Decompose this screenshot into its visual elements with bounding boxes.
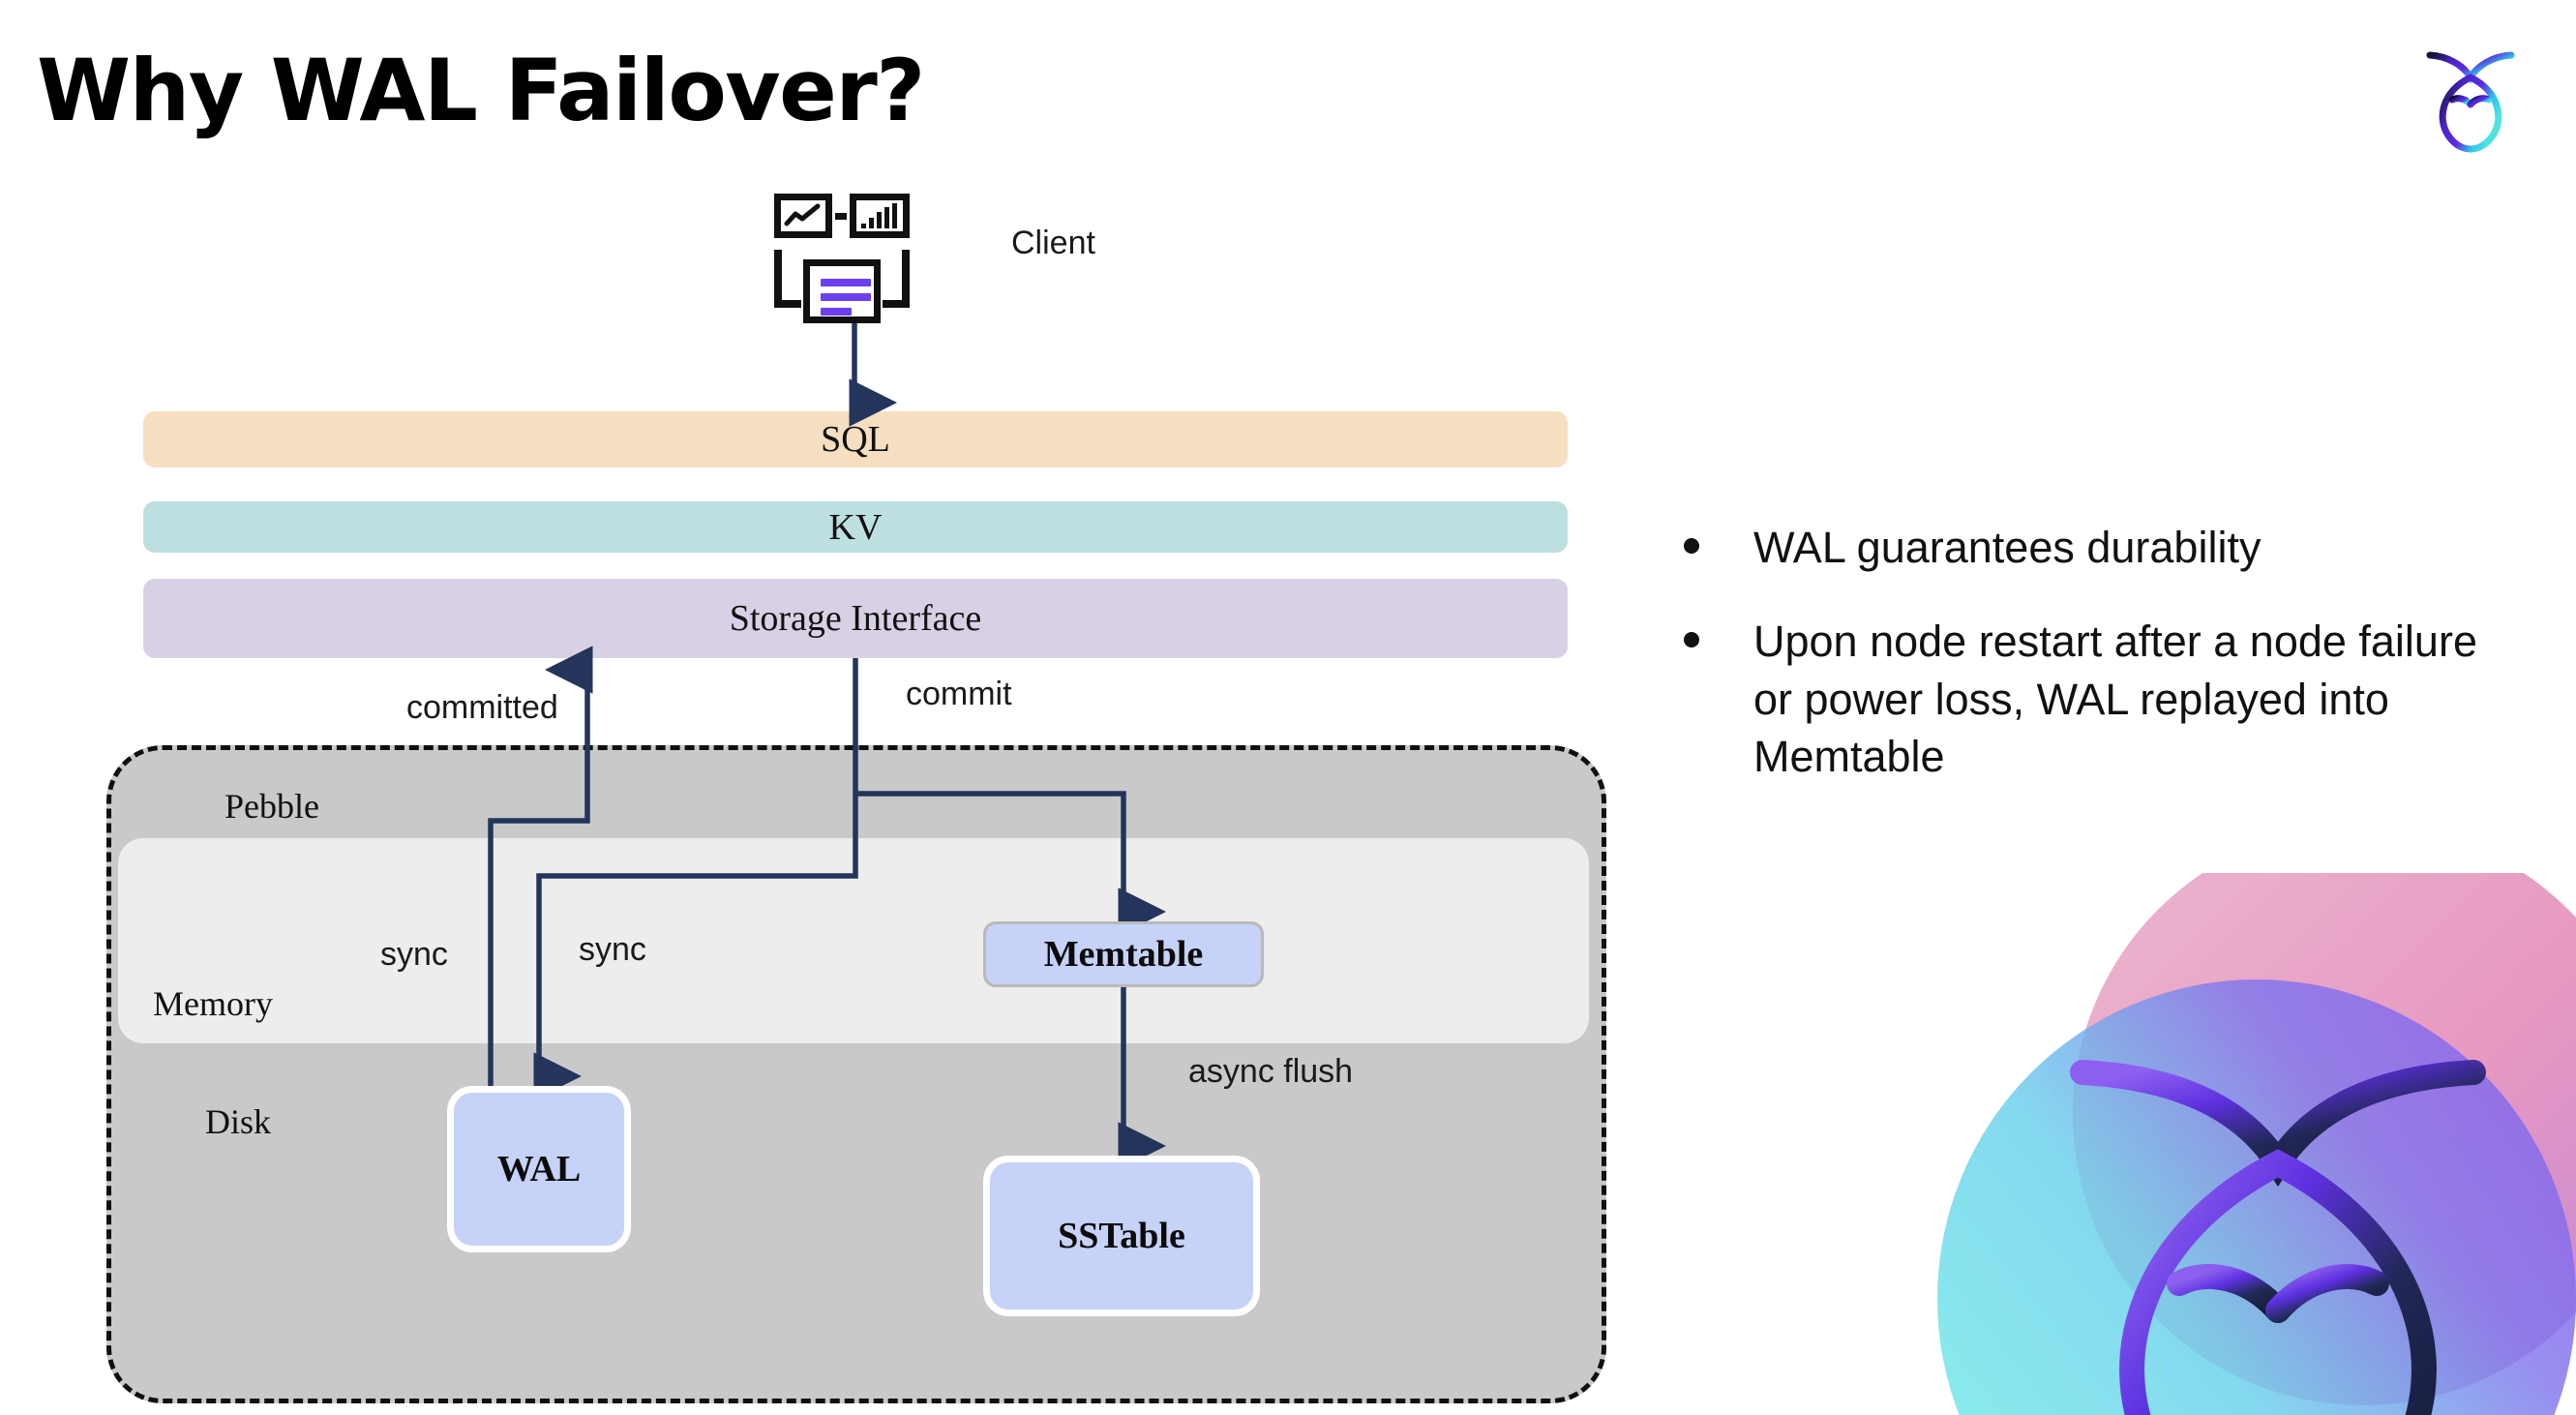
node-wal: WAL [447, 1086, 631, 1252]
layer-storage-interface: Storage Interface [143, 579, 1568, 658]
bullet-text: WAL guarantees durability [1753, 523, 2261, 572]
client-label: Client [1011, 225, 1095, 261]
pebble-label: Pebble [225, 787, 319, 826]
memory-label: Memory [153, 984, 273, 1023]
cockroachdb-logo-icon [2398, 29, 2543, 155]
architecture-diagram: Client SQL KV Storage Interface Pebble M… [106, 194, 1606, 1403]
line-chart-icon [774, 194, 832, 238]
bullet-list: WAL guarantees durability Upon node rest… [1684, 519, 2497, 823]
layer-kv: KV [143, 501, 1568, 553]
bullet-dot-icon [1684, 538, 1699, 554]
bracket-right-icon [883, 250, 910, 308]
client-dashboard-icon [774, 194, 939, 323]
edge-label-sync-up: sync [380, 936, 448, 973]
diagram-arrows [488, 323, 1166, 1170]
decorative-corner-graphic [1841, 825, 2576, 1415]
edge-label-committed: committed [406, 689, 558, 726]
list-item: WAL guarantees durability [1684, 519, 2497, 576]
list-item: Upon node restart after a node failure o… [1684, 613, 2497, 785]
node-memtable: Memtable [983, 921, 1264, 987]
disk-label: Disk [205, 1102, 272, 1141]
icon-connector-dash [835, 213, 847, 220]
bar-chart-icon [850, 194, 910, 238]
page-title: Why WAL Failover? [37, 41, 925, 140]
document-panel-icon [803, 259, 881, 323]
node-sstable: SSTable [983, 1156, 1260, 1316]
edge-label-sync-down: sync [579, 931, 646, 968]
bullet-text: Upon node restart after a node failure o… [1753, 617, 2477, 782]
edge-label-commit: commit [906, 676, 1012, 712]
bracket-left-icon [774, 250, 801, 308]
edge-label-async-flush: async flush [1188, 1053, 1354, 1090]
bullet-dot-icon [1684, 632, 1699, 648]
